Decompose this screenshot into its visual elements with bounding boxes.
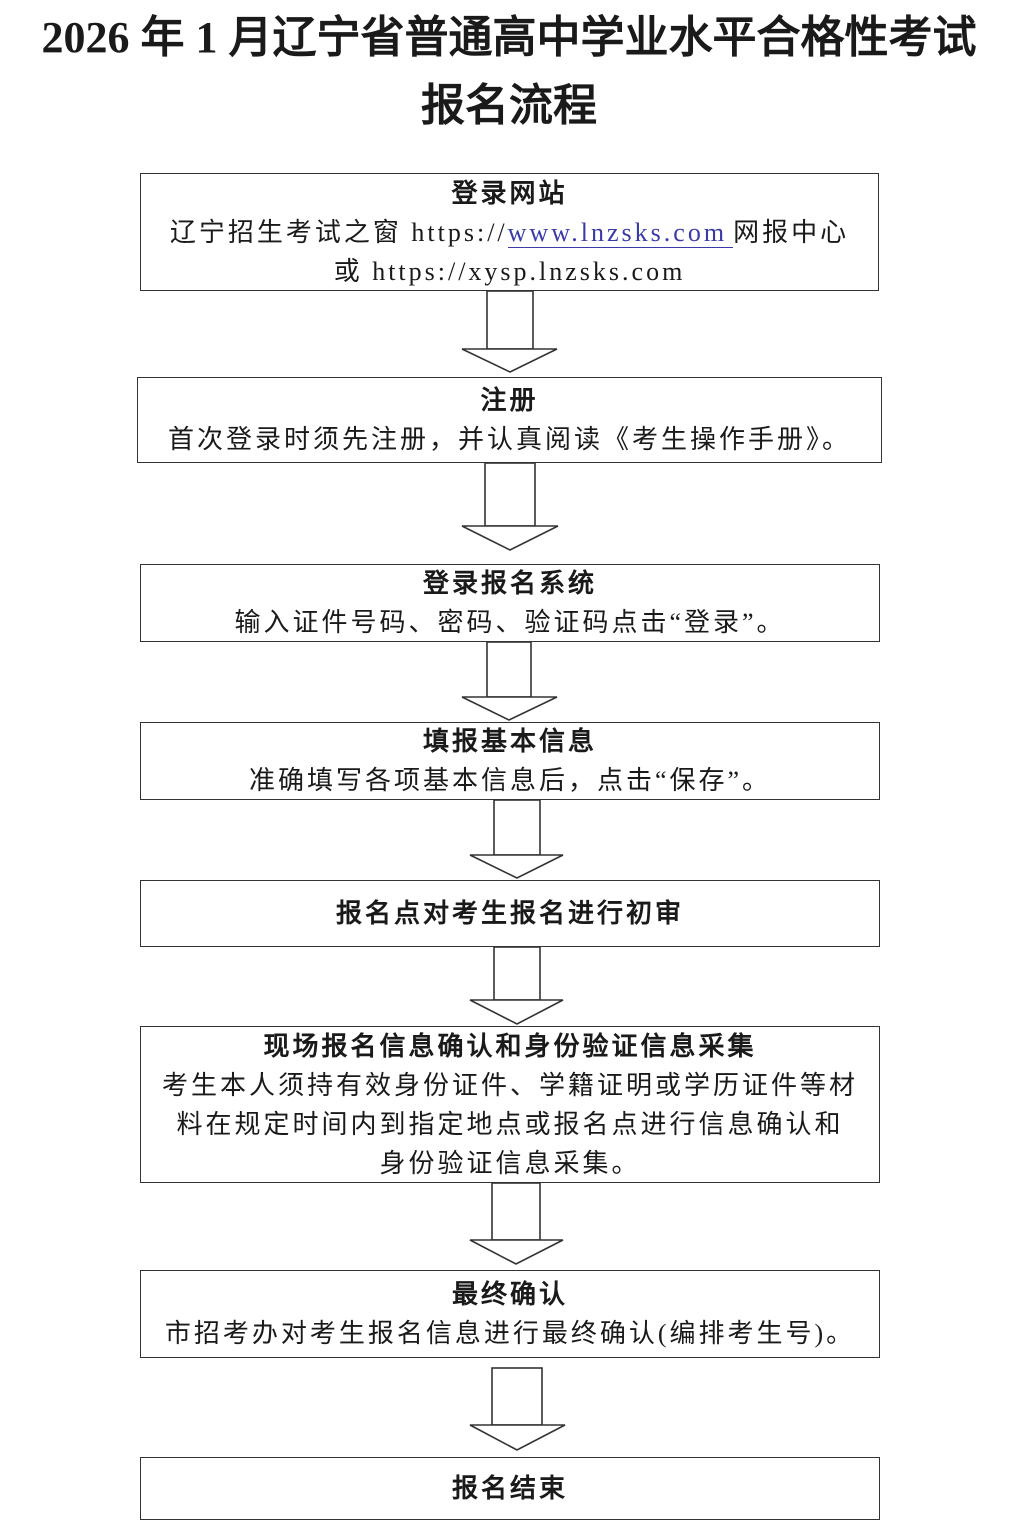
arrow-2 xyxy=(461,462,559,551)
step-text-line: 考生本人须持有效身份证件、学籍证明或学历证件等材 xyxy=(161,1070,858,1100)
arrow-5 xyxy=(469,946,564,1025)
arrow-6 xyxy=(469,1182,564,1265)
step-login-system: 登录报名系统 输入证件号码、密码、验证码点击“登录”。 xyxy=(140,564,880,642)
step-preliminary-review: 报名点对考生报名进行初审 xyxy=(140,880,880,947)
title-line-2: 报名流程 xyxy=(421,81,597,130)
step-final-confirmation: 最终确认 市招考办对考生报名信息进行最终确认(编排考生号)。 xyxy=(140,1270,880,1358)
arrow-7 xyxy=(469,1367,566,1451)
step-heading: 填报基本信息 xyxy=(422,727,597,756)
arrow-1 xyxy=(461,290,558,373)
step-text: 市招考办对考生报名信息进行最终确认(编排考生号)。 xyxy=(164,1319,856,1348)
step-end: 报名结束 xyxy=(140,1457,880,1520)
site-link[interactable]: www.lnzsks.com xyxy=(507,217,734,248)
arrow-head xyxy=(469,999,564,1025)
arrow-shaft xyxy=(486,641,532,698)
arrow-head xyxy=(461,525,559,551)
step-heading: 最终确认 xyxy=(451,1280,568,1309)
step-heading: 注册 xyxy=(480,386,539,415)
arrow-head xyxy=(461,348,558,373)
title-line-1: 2026 年 1 月辽宁省普通高中学业水平合格性考试 xyxy=(41,13,977,62)
arrow-head xyxy=(469,854,564,879)
arrow-shaft xyxy=(484,462,536,527)
step-text-line: 身份验证信息采集。 xyxy=(379,1148,641,1178)
step-register: 注册 首次登录时须先注册，并认真阅读《考生操作手册》。 xyxy=(137,377,882,463)
site-prefix: 辽宁招生考试之窗 https:// xyxy=(169,217,508,247)
step-text-line: 料在规定时间内到指定地点或报名点进行信息确认和 xyxy=(176,1109,844,1139)
arrow-head xyxy=(469,1239,564,1265)
site-suffix: 网报中心 xyxy=(733,217,850,247)
page-title: 2026 年 1 月辽宁省普通高中学业水平合格性考试 报名流程 xyxy=(0,4,1018,140)
step-heading: 现场报名信息确认和身份验证信息采集 xyxy=(263,1031,757,1061)
arrow-shaft xyxy=(493,946,541,1001)
arrow-4 xyxy=(469,799,564,879)
step-onsite-confirmation: 现场报名信息确认和身份验证信息采集 考生本人须持有效身份证件、学籍证明或学历证件… xyxy=(140,1026,880,1183)
arrow-head xyxy=(461,696,558,721)
step-text: 首次登录时须先注册，并认真阅读《考生操作手册》。 xyxy=(167,425,851,454)
step-heading: 登录网站 xyxy=(451,178,568,208)
step-heading: 报名结束 xyxy=(451,1474,568,1503)
step-text: 输入证件号码、密码、验证码点击“登录”。 xyxy=(234,608,786,637)
arrow-shaft xyxy=(491,1182,541,1241)
step-text: 准确填写各项基本信息后，点击“保存”。 xyxy=(248,766,772,795)
arrow-shaft xyxy=(486,290,534,350)
step-heading: 登录报名系统 xyxy=(422,569,597,598)
arrow-shaft xyxy=(493,799,541,856)
step-alt-site-line: 或 https://xysp.lnzsks.com xyxy=(333,256,686,286)
arrow-head xyxy=(469,1424,566,1451)
step-fill-info: 填报基本信息 准确填写各项基本信息后，点击“保存”。 xyxy=(140,722,880,800)
step-heading: 报名点对考生报名进行初审 xyxy=(335,899,684,928)
arrow-3 xyxy=(461,641,558,721)
arrow-shaft xyxy=(491,1367,543,1426)
